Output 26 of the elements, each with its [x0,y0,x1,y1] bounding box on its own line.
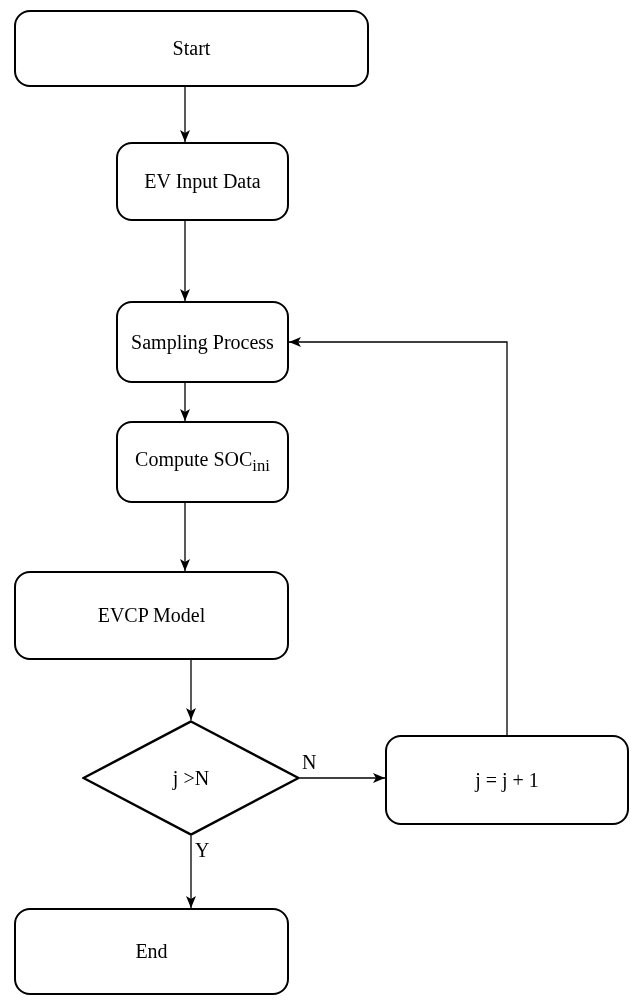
node-label: Sampling Process [131,330,274,354]
node-label: j >N [172,766,210,790]
node-label: End [135,940,168,963]
node-label: EV Input Data [144,170,261,193]
edge-label: Y [195,840,210,860]
process-box [14,571,289,660]
process-box [14,10,369,87]
arrow [180,86,190,143]
node-label: EVCP Model [97,604,206,627]
process-box [14,908,289,995]
node-label: j = j + 1 [475,768,539,792]
arrow [180,220,190,302]
node-label: Start [172,37,211,60]
arrow [186,659,196,721]
process-box [116,142,289,221]
arrow [180,502,190,572]
node-label: Compute SOC$_{ini}$ [135,448,270,476]
arrow [288,337,508,736]
arrow [180,382,190,422]
process-box [385,735,629,825]
edge-label: N [302,752,317,772]
decision-diamond [82,720,300,836]
arrow [299,773,386,783]
process-box [116,421,289,503]
arrow [186,835,196,909]
process-box [116,301,289,383]
